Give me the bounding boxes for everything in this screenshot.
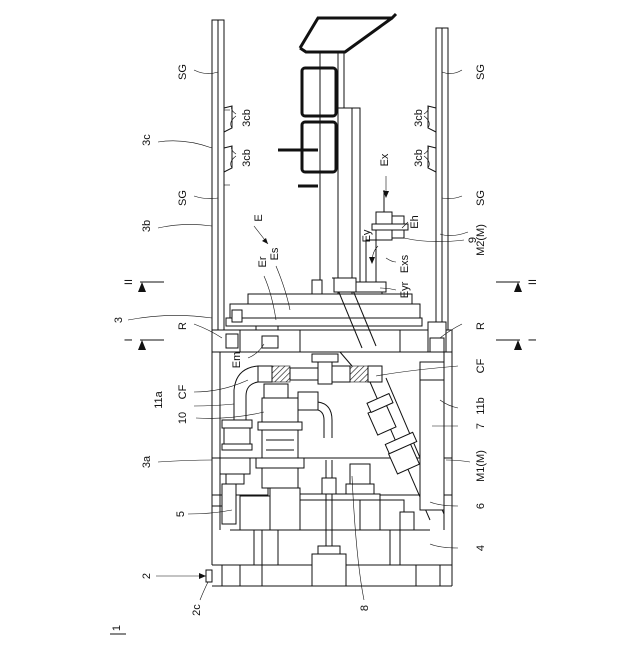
label-6: 6 xyxy=(475,503,487,509)
label-CF-left: CF xyxy=(177,384,189,399)
label-3: 3 xyxy=(113,317,125,323)
label-3b: 3b xyxy=(141,220,153,232)
label-Er: Er xyxy=(257,256,269,267)
label-2c: 2c xyxy=(191,604,203,616)
label-3cb-1-left: 3cb xyxy=(241,109,253,127)
label-Ey: Ey xyxy=(361,229,373,242)
figure-number: 1 xyxy=(111,625,123,631)
side-guard-left xyxy=(212,20,230,330)
tank-7 xyxy=(420,362,444,510)
label-Eyr: Eyr xyxy=(399,281,411,298)
label-Eh: Eh xyxy=(409,215,421,228)
coupling-CF xyxy=(258,352,382,384)
label-3c: 3c xyxy=(141,134,153,146)
label-Exs: Exs xyxy=(399,254,411,273)
label-M1: M1(M) xyxy=(475,450,487,482)
label-Em: Em xyxy=(231,352,243,369)
label-5: 5 xyxy=(175,511,187,517)
label-2: 2 xyxy=(141,573,153,579)
label-3a: 3a xyxy=(141,455,153,468)
label-SG-upper-right: SG xyxy=(475,64,487,80)
label-SG-upper-left: SG xyxy=(177,64,189,80)
label-II-right: II xyxy=(527,279,539,285)
label-9: 9 xyxy=(467,237,479,243)
label-R-left: R xyxy=(177,322,189,330)
label-SG-mid-left: SG xyxy=(177,190,189,206)
label-3cb-2-left: 3cb xyxy=(241,149,253,167)
label-CF-right: CF xyxy=(475,358,487,373)
label-4: 4 xyxy=(475,545,487,551)
label-I-left: I xyxy=(123,338,135,341)
label-7: 7 xyxy=(475,423,487,429)
label-3cb-2-right: 3cb xyxy=(413,149,425,167)
label-I-right: I xyxy=(527,338,539,341)
deck-plate xyxy=(212,294,452,352)
label-R-right: R xyxy=(475,322,487,330)
label-10: 10 xyxy=(177,412,189,424)
label-11a: 11a xyxy=(153,390,165,408)
label-E: E xyxy=(253,214,265,221)
label-8: 8 xyxy=(359,605,371,611)
label-Ex: Ex xyxy=(379,153,391,166)
label-Es: Es xyxy=(269,247,281,260)
label-11b: 11b xyxy=(475,397,487,415)
label-3cb-1-right: 3cb xyxy=(413,109,425,127)
label-SG-mid-right: SG xyxy=(475,190,487,206)
label-II-left: II xyxy=(123,279,135,285)
